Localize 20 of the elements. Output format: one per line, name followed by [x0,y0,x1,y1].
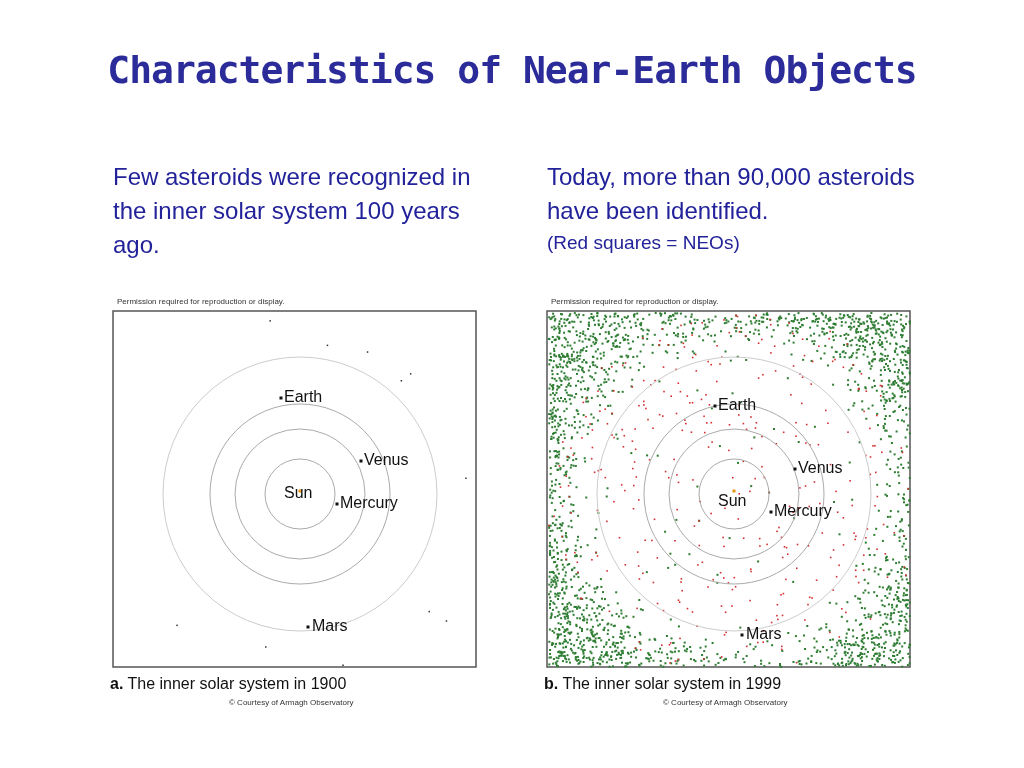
planet-label: Venus [798,459,843,477]
planet-label: Earth [718,396,757,414]
planet-label: Mercury [774,502,832,520]
intro-text: Today, more than 90,000 asteroids have been identified. [547,162,916,226]
credit-line: © Courtesy of Armagh Observatory [229,698,354,707]
copyright-line: Permission required for reproduction or display. [117,297,285,306]
planet-label: Earth [284,388,323,406]
intro-text: Few asteroids were recognized in the inner solar system 100 years ago. [113,162,472,260]
copyright-line: Permission required for reproduction or display. [551,297,719,306]
slide-title: Characteristics of Near-Earth Objects [106,48,918,92]
figure-caption: a. The inner solar system in 1900 [110,675,347,693]
sun-label: Sun [718,492,747,510]
planet-label: Mercury [340,494,398,512]
note-text: (Red squares = NEOs) [547,232,740,254]
figure-caption: b. The inner solar system in 1999 [544,675,782,693]
credit-line: © Courtesy of Armagh Observatory [663,698,788,707]
planet-label: Venus [364,451,409,469]
planet-label: Mars [312,617,348,635]
planet-label: Mars [746,625,782,643]
sun-label: Sun [284,484,313,502]
